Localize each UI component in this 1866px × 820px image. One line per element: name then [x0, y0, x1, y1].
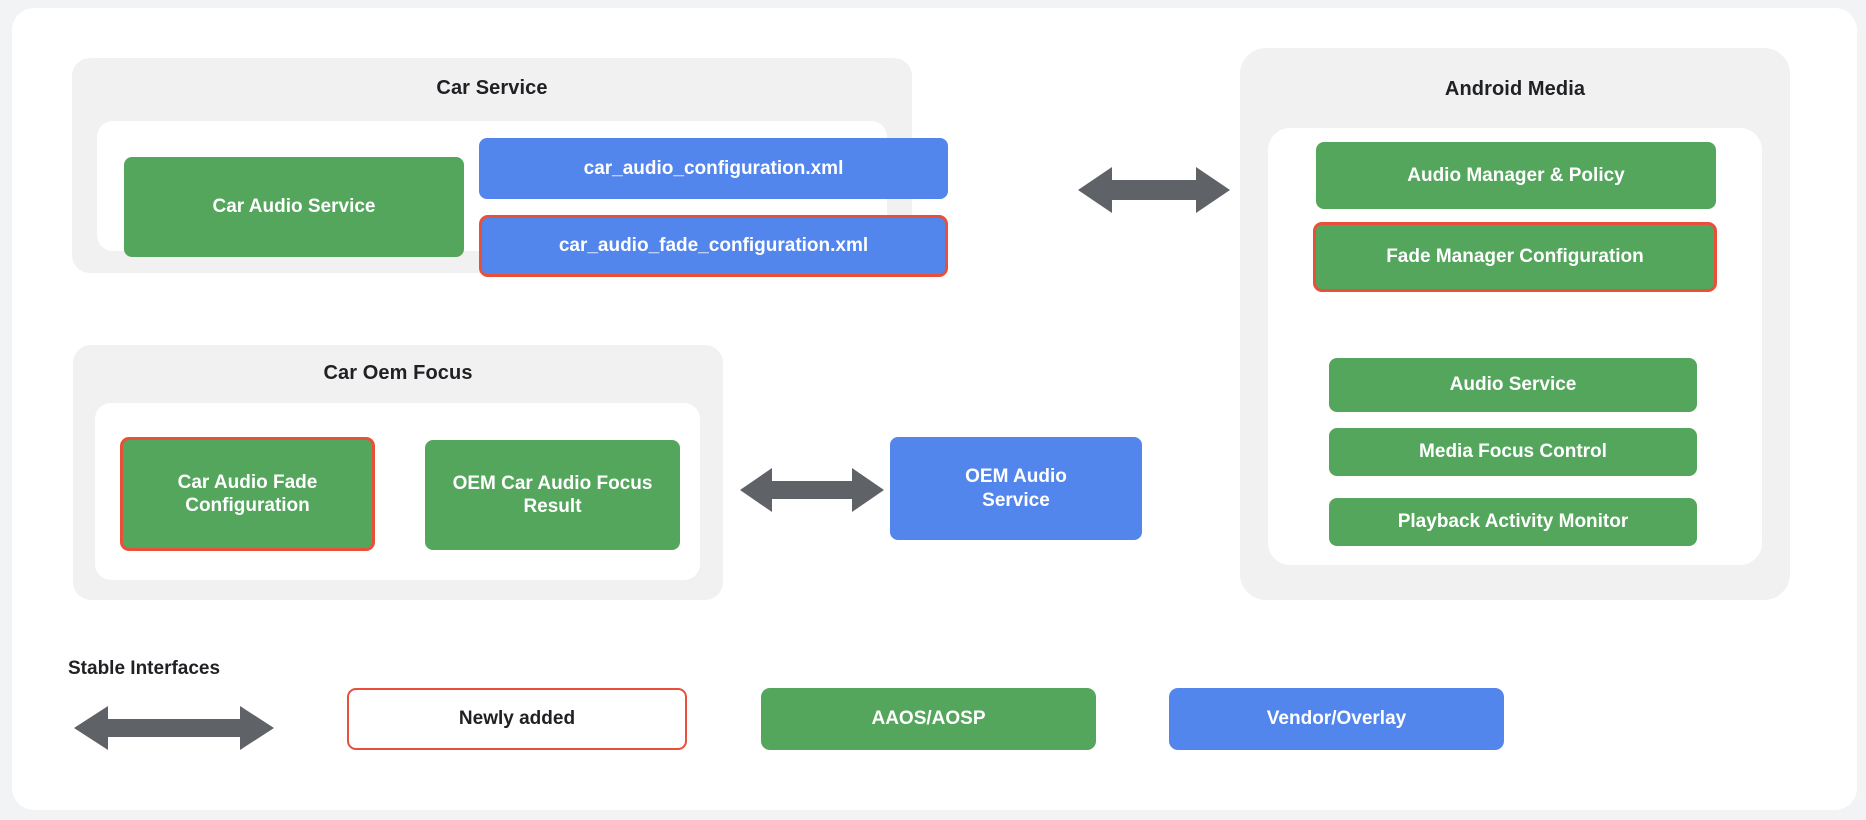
arrow-car-oem-focus-to-oem-audio-service — [740, 468, 884, 512]
node-car-audio-configuration-xml[interactable]: car_audio_configuration.xml — [479, 138, 948, 199]
legend-stable-interfaces-arrow-icon — [74, 706, 274, 750]
node-media-focus-control[interactable]: Media Focus Control — [1329, 428, 1697, 476]
panel-car-service-title: Car Service — [436, 77, 548, 99]
node-oem-audio-service[interactable]: OEM Audio Service — [890, 437, 1142, 540]
node-car-audio-service[interactable]: Car Audio Service — [124, 157, 464, 257]
panel-car-oem-focus-title: Car Oem Focus — [323, 362, 473, 384]
node-car-audio-fade-configuration[interactable]: Car Audio Fade Configuration — [120, 437, 375, 551]
arrow-car-service-to-android-media — [1078, 167, 1230, 213]
node-playback-activity-monitor[interactable]: Playback Activity Monitor — [1329, 498, 1697, 546]
node-oem-car-audio-focus-result[interactable]: OEM Car Audio Focus Result — [425, 440, 680, 550]
node-fade-manager-configuration[interactable]: Fade Manager Configuration — [1313, 222, 1717, 292]
panel-android-media-title: Android Media — [1444, 78, 1586, 100]
legend-newly-added[interactable]: Newly added — [347, 688, 687, 750]
node-car-audio-fade-configuration-xml[interactable]: car_audio_fade_configuration.xml — [479, 215, 948, 277]
legend-aaos-aosp[interactable]: AAOS/AOSP — [761, 688, 1096, 750]
legend-stable-interfaces-label: Stable Interfaces — [68, 658, 221, 679]
node-audio-service[interactable]: Audio Service — [1329, 358, 1697, 412]
legend-vendor-overlay[interactable]: Vendor/Overlay — [1169, 688, 1504, 750]
node-audio-manager-and-policy[interactable]: Audio Manager & Policy — [1316, 142, 1716, 209]
